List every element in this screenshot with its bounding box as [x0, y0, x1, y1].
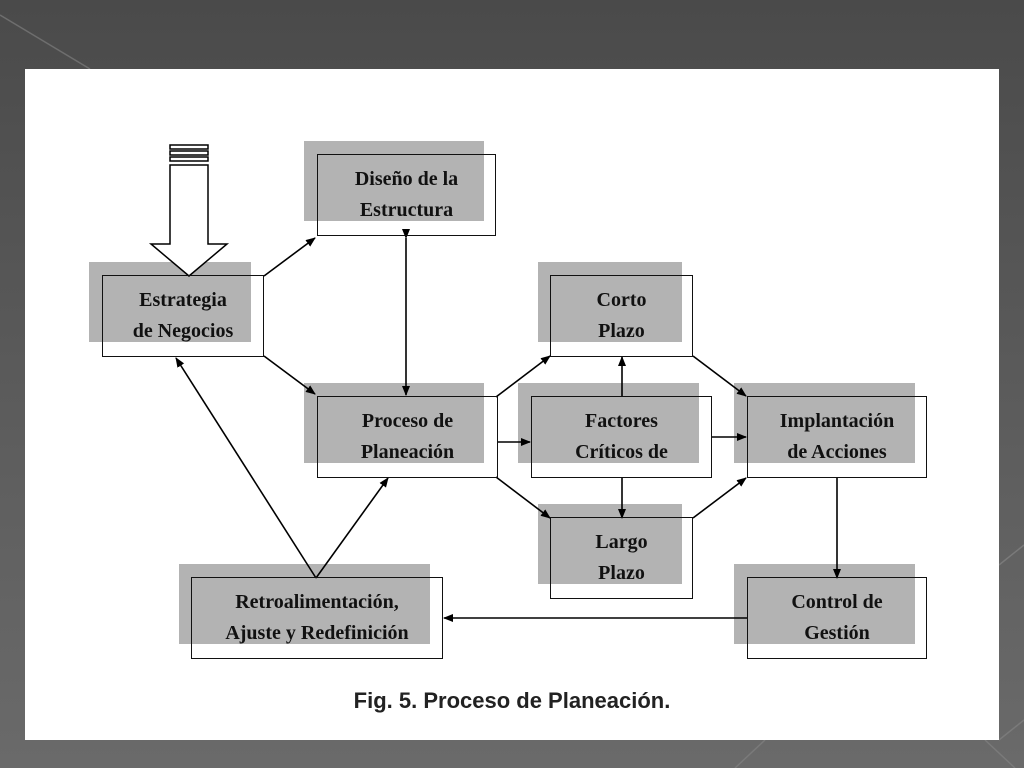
- edge-estrategia-proceso: [263, 355, 316, 395]
- edge-proceso-largo: [495, 476, 551, 519]
- node-label: Planeación: [360, 441, 455, 463]
- node-label: de Negocios: [132, 320, 234, 342]
- node-label: Ajuste y Redefinición: [225, 622, 409, 644]
- node-label: Corto: [596, 289, 647, 311]
- node-label: Factores: [585, 410, 658, 432]
- node-label: Gestión: [804, 622, 870, 644]
- node-label: Retroalimentación,: [235, 591, 399, 613]
- node-label: Proceso de: [361, 410, 454, 432]
- edge-retro-estrategia: [175, 357, 317, 579]
- node-label: Control de: [791, 591, 883, 613]
- edge-corto-implantacion: [692, 355, 747, 397]
- node-label: Estrategia: [139, 289, 227, 311]
- node-label: Diseño de la: [354, 168, 459, 190]
- edge-retro-proceso: [315, 477, 389, 579]
- node-diseno-estructura: Diseño de la Estructura: [317, 154, 496, 236]
- node-label: Largo: [595, 531, 648, 553]
- node-implantacion-acciones: Implantación de Acciones: [747, 396, 927, 478]
- figure-caption: Fig. 5. Proceso de Planeación.: [353, 688, 671, 713]
- edge-proceso-corto: [495, 355, 551, 398]
- node-proceso-planeacion: Proceso de Planeación: [317, 396, 498, 478]
- edge-largo-implantacion: [692, 477, 747, 519]
- node-label: de Acciones: [787, 441, 887, 463]
- node-estrategia-negocios: Estrategia de Negocios: [102, 275, 264, 357]
- node-label: Plazo: [598, 562, 645, 584]
- node-label: Estructura: [359, 199, 454, 221]
- node-label: Críticos de: [575, 441, 668, 463]
- node-control-gestion: Control de Gestión: [747, 577, 927, 659]
- node-label: Plazo: [598, 320, 645, 342]
- input-block-arrow: [148, 144, 230, 277]
- node-retroalimentacion: Retroalimentación, Ajuste y Redefinición: [191, 577, 443, 659]
- edge-estrategia-diseno: [263, 237, 316, 277]
- node-label: Implantación: [779, 410, 895, 432]
